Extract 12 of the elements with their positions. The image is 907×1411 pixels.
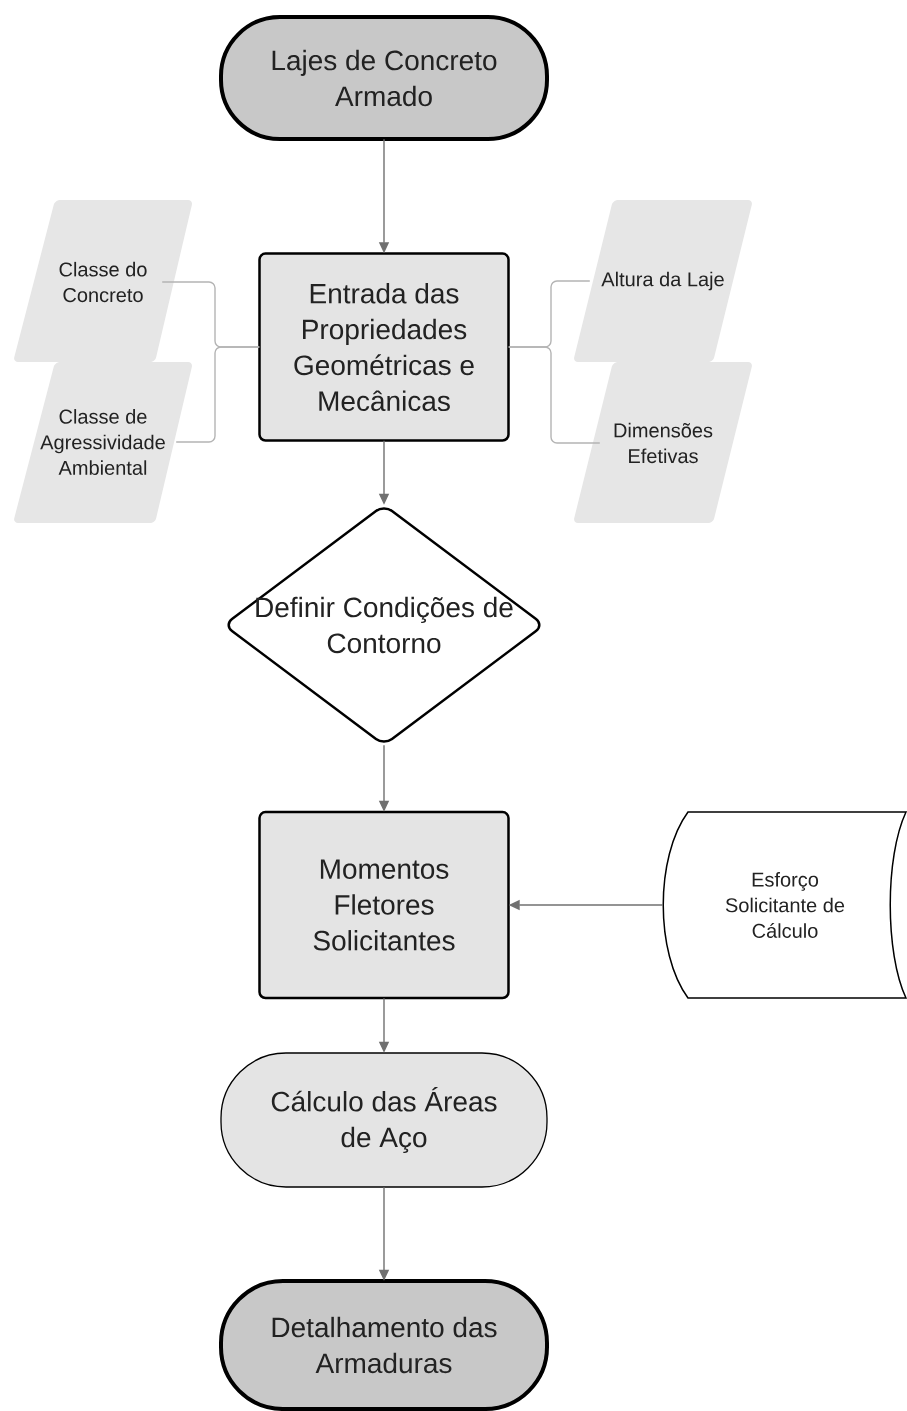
node-label: Altura da Laje: [601, 271, 724, 291]
input-parallelogram: Classe de Agressividade Ambiental: [14, 362, 192, 523]
bracket-connector: [175, 346, 260, 443]
input-parallelogram: Classe do Concreto: [14, 200, 192, 362]
input-parallelogram: Dimensões Efetivas: [574, 362, 752, 523]
process-box: Entrada das Propriedades Geométricas e Mecânicas: [258, 252, 510, 442]
process-box: Momentos Fletores Solicitantes: [258, 810, 510, 1000]
input-parallelogram: Altura da Laje: [574, 200, 752, 362]
node-label: Classe de Agressividade Ambiental: [40, 409, 165, 475]
bracket-connector: [508, 346, 601, 444]
node-label: Classe do Concreto: [59, 261, 147, 303]
node-label: Dimensões Efetivas: [614, 422, 713, 464]
